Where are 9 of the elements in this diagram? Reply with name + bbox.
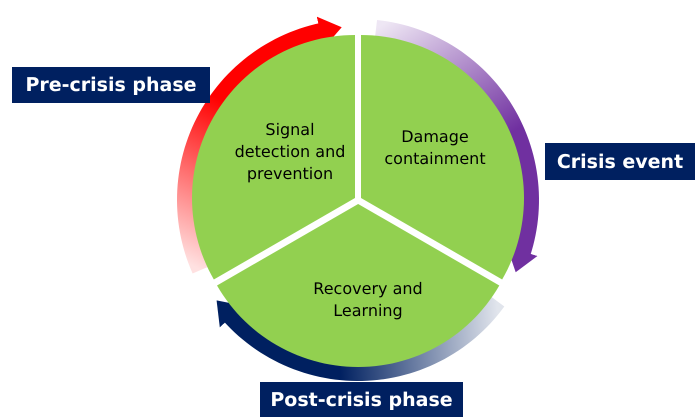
- cycle-arrow: [372, 20, 539, 272]
- cycle-arrow: [177, 16, 342, 274]
- phase-label: Post-crisis phase: [260, 382, 463, 417]
- phase-label: Pre-crisis phase: [12, 67, 210, 103]
- sector-label: Damage containment: [383, 126, 487, 170]
- phase-label: Crisis event: [545, 143, 695, 180]
- sector-label: Recovery and Learning: [312, 278, 424, 322]
- sector-label: Signal detection and prevention: [234, 119, 346, 185]
- cycle-arrow: [216, 296, 504, 381]
